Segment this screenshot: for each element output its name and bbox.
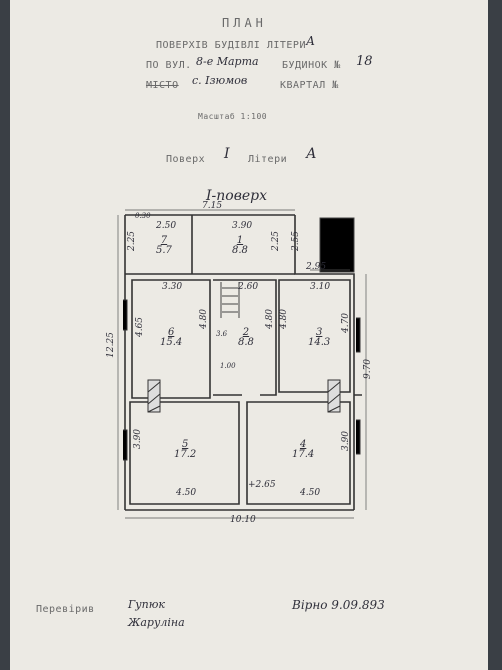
liter-field-value: А [306,146,317,162]
dim-bottom-overall: 10.10 [230,515,256,525]
house-number: 18 [356,54,373,69]
dim-room2-door: 1.00 [220,362,236,370]
dim-room5-width: 4.50 [176,488,197,498]
room-4: 4 17.4 [292,440,314,460]
room-area: 8.8 [238,337,254,348]
room-5: 5 17.2 [174,440,196,460]
dim-right-overall: 9.70 [363,358,374,380]
city-value: с. Ізюмов [192,74,248,87]
floor-field-label: Поверх [166,154,206,165]
quarter-label: КВАРТАЛ № [280,80,339,91]
dim-room4-width: 4.50 [300,488,321,498]
dim-terrace-width: 2.95 [306,262,327,272]
dim-small-top: 0.30 [135,212,151,220]
room-number: 5 [181,439,189,450]
dim-top-overall: 7.15 [202,201,223,211]
dim-room5-height: 3.90 [133,428,144,450]
room-area: 5.7 [156,245,172,256]
checked-label: Перевірив [36,604,95,615]
liter-field-label: Літери [248,154,288,165]
room-area: 14.3 [308,337,331,348]
dim-room7-width: 2.50 [156,221,177,231]
room-area: 17.2 [174,449,197,460]
dim-room6-height: 4.80 [199,308,210,330]
street-label: ПО ВУЛ. [146,60,192,71]
room-number: 1 [236,235,244,246]
city-label: МІСТО [146,80,179,91]
room-6: 6 15.4 [160,328,182,348]
floor-field-value: I [224,146,230,162]
room-number: 3 [315,327,323,338]
room-3: 3 14.3 [308,328,330,348]
dim-terrace-height: 2.55 [291,230,302,252]
dim-room2-sub: 3.6 [216,330,228,338]
document-sheet: ПЛАН ПОВЕРХІВ БУДІВЛІ ЛІТЕРИ А ПО ВУЛ. 8… [10,0,488,670]
dim-room1-height: 2.25 [271,230,282,252]
room-area: 8.8 [232,245,248,256]
street-value: 8-е Марта [196,55,259,68]
room-area: 17.4 [292,449,315,460]
room-7: 7 5.7 [156,236,172,256]
room-2: 2 8.8 [238,328,254,348]
liter-handwritten: А [306,34,316,48]
dim-room6-height-outer: 4.65 [135,316,146,338]
dim-room3-width: 3.10 [310,282,331,292]
porch-level: +2.65 [248,480,276,490]
house-label: БУДИНОК № [282,60,341,71]
dim-room6-width: 3.30 [162,282,183,292]
room-area: 15.4 [160,337,183,348]
dim-room7-height: 2.25 [127,230,138,252]
verification-note: Вірно 9.09.893 [292,598,385,612]
plan-title: ПЛАН [222,16,267,30]
drawn-signature: Жаруліна [128,616,185,629]
dim-room2-width: 2.60 [238,282,259,292]
floor-title: I-поверх [206,188,267,204]
floors-line: ПОВЕРХІВ БУДІВЛІ ЛІТЕРИ [156,40,306,51]
dim-room4-height: 3.90 [341,430,352,452]
checked-signature: Гупюк [128,598,166,611]
room-1: 1 8.8 [232,236,248,256]
room-number: 7 [160,235,168,246]
room-number: 2 [242,327,250,338]
dim-room3-height-right: 4.70 [341,312,352,334]
dim-room2-height: 4.80 [265,308,276,330]
scale-label: Масштаб 1:100 [198,112,268,121]
room-number: 4 [299,439,307,450]
dim-room3-height-left: 4.80 [279,308,290,330]
floor-plan-drawing [117,209,367,519]
dim-room1-width: 3.90 [232,221,253,231]
dim-left-overall: 12.25 [105,332,116,358]
room-number: 6 [167,327,175,338]
